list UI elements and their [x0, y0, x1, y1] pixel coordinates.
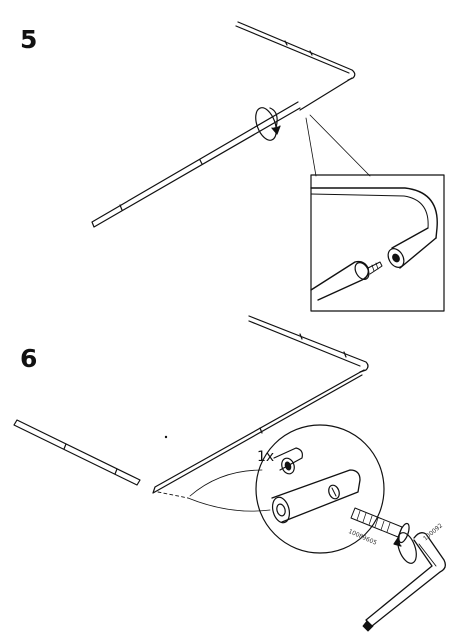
step-6-detail-circle [255, 424, 385, 554]
step-5-detail-box [310, 174, 445, 312]
allen-key-icon [362, 532, 446, 632]
step-5-frame-assembly [91, 21, 371, 228]
rotate-arrow-icon [255, 107, 281, 141]
step-5-number: 5 [20, 25, 38, 54]
quantity-label: 1x [257, 449, 275, 465]
step-6-number: 6 [20, 344, 38, 373]
rotate-arrow-icon [393, 532, 417, 564]
step-6-frame-assembly [13, 315, 369, 512]
